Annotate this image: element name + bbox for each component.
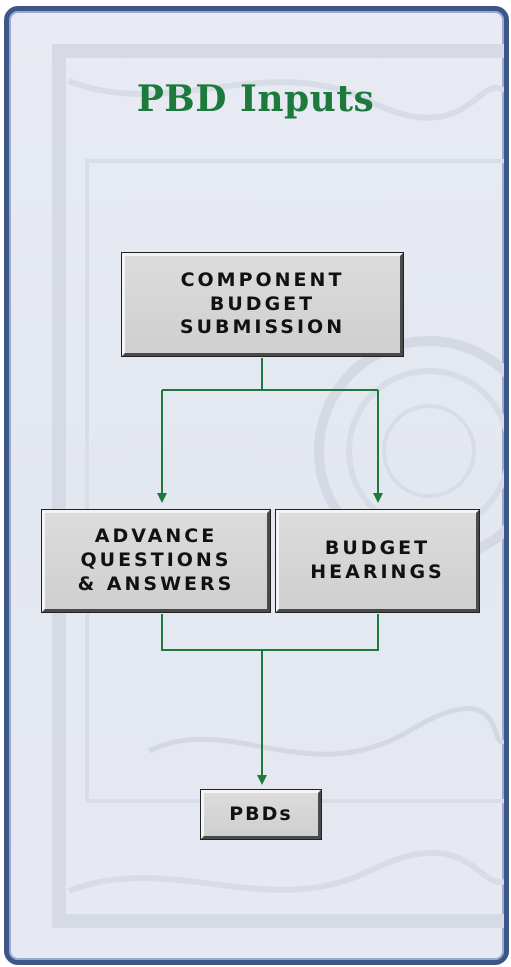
diagram-title: PBD Inputs [136, 78, 375, 120]
pbds-node: PBDs [200, 789, 322, 840]
advance-questions-answers-node: ADVANCE QUESTIONS & ANSWERS [41, 509, 271, 613]
budget-hearings-node: BUDGET HEARINGS [275, 509, 480, 613]
component-budget-submission-node: COMPONENT BUDGET SUBMISSION [121, 252, 404, 357]
